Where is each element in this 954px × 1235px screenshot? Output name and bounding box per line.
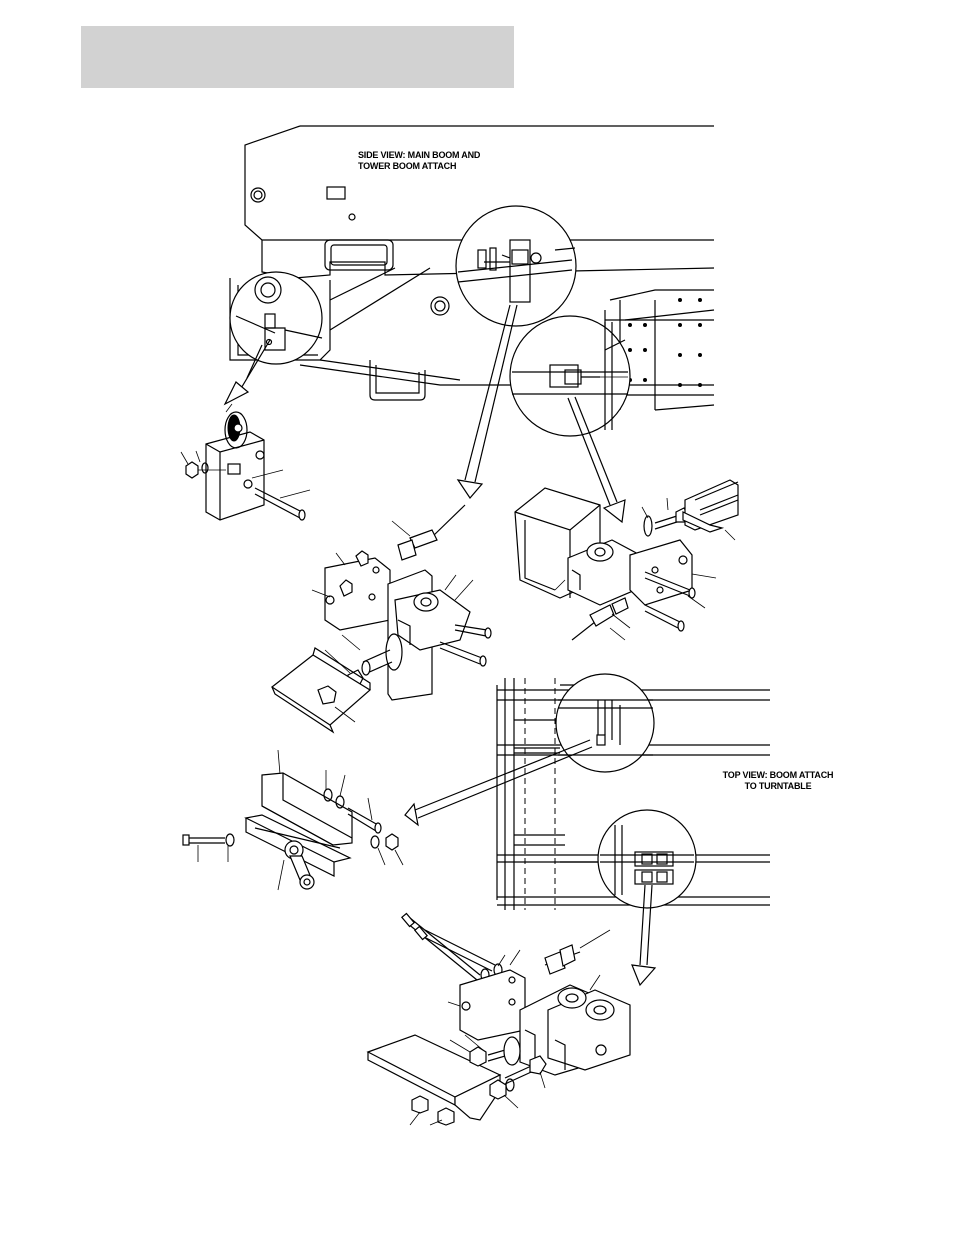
detail-circle-right [510,316,630,436]
right-switch-assembly [515,480,738,640]
detail-circle-left [230,272,322,364]
lever-bracket-assembly [183,750,403,890]
middle-switch-assembly [272,505,491,732]
double-switch-assembly [368,913,630,1125]
detail-circle-top-view-lower [598,810,696,908]
arrow-top-view-upper [405,740,592,825]
detail-circle-top-view-upper [556,674,654,772]
roller-limit-switch-assembly [181,404,310,520]
arrow-top-detail [458,305,517,498]
